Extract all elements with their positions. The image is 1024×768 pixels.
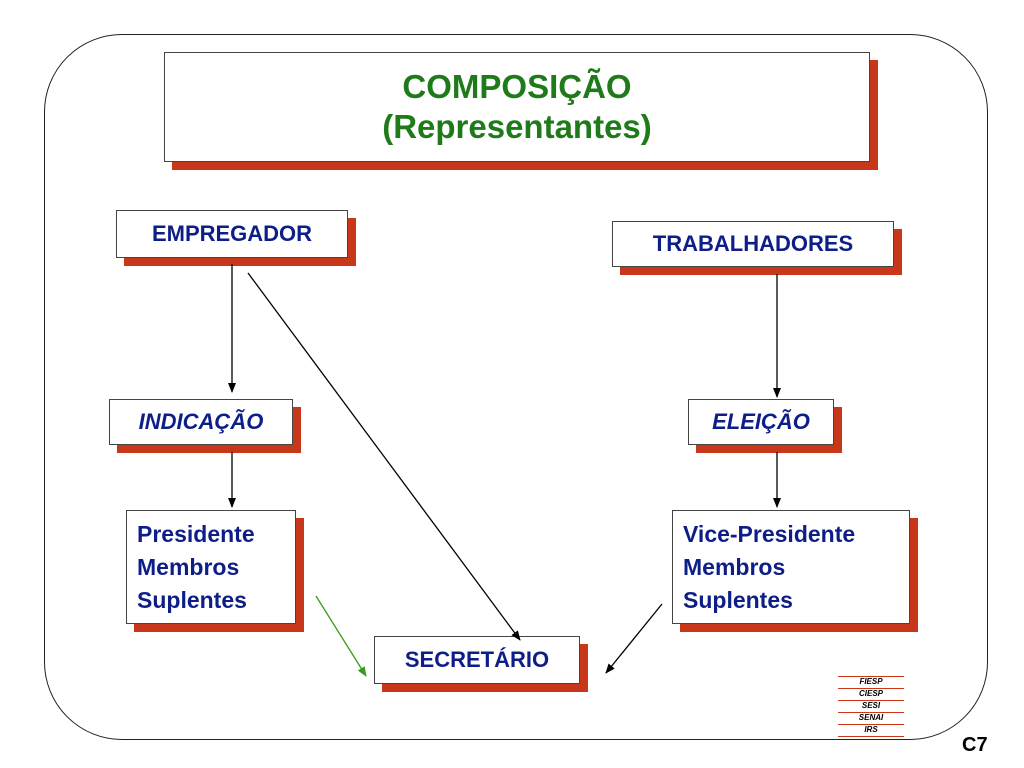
role-membros: Membros (683, 553, 786, 580)
logo-irs: IRS (838, 724, 904, 737)
institution-logo: FIESP CIESP SESI SENAI IRS (838, 676, 904, 737)
arrow-left-roles-secretario (315, 595, 367, 677)
role-suplentes: Suplentes (683, 586, 793, 613)
eleicao-node: ELEIÇÃO (688, 399, 834, 445)
role-suplentes: Suplentes (137, 586, 247, 613)
logo-ciesp: CIESP (838, 688, 904, 700)
slide-code: C7 (962, 734, 988, 756)
title-line-2: (Representantes) (382, 108, 652, 145)
right-roles-node: Vice-Presidente Membros Suplentes (672, 510, 910, 624)
arrow-empregador-secretario (247, 272, 521, 641)
arrow-right-roles-secretario (605, 603, 663, 674)
title-line-1: COMPOSIÇÃO (402, 68, 632, 105)
logo-fiesp: FIESP (838, 676, 904, 688)
role-presidente: Presidente (137, 520, 255, 547)
role-vice-presidente: Vice-Presidente (683, 520, 856, 547)
trabalhadores-node: TRABALHADORES (612, 221, 894, 267)
secretario-node: SECRETÁRIO (374, 636, 580, 684)
left-roles-node: Presidente Membros Suplentes (126, 510, 296, 624)
slide-frame (44, 34, 988, 740)
logo-senai: SENAI (838, 712, 904, 724)
title-box: COMPOSIÇÃO (Representantes) (164, 52, 870, 162)
logo-sesi: SESI (838, 700, 904, 712)
role-membros: Membros (137, 553, 240, 580)
empregador-node: EMPREGADOR (116, 210, 348, 258)
indicacao-node: INDICAÇÃO (109, 399, 293, 445)
